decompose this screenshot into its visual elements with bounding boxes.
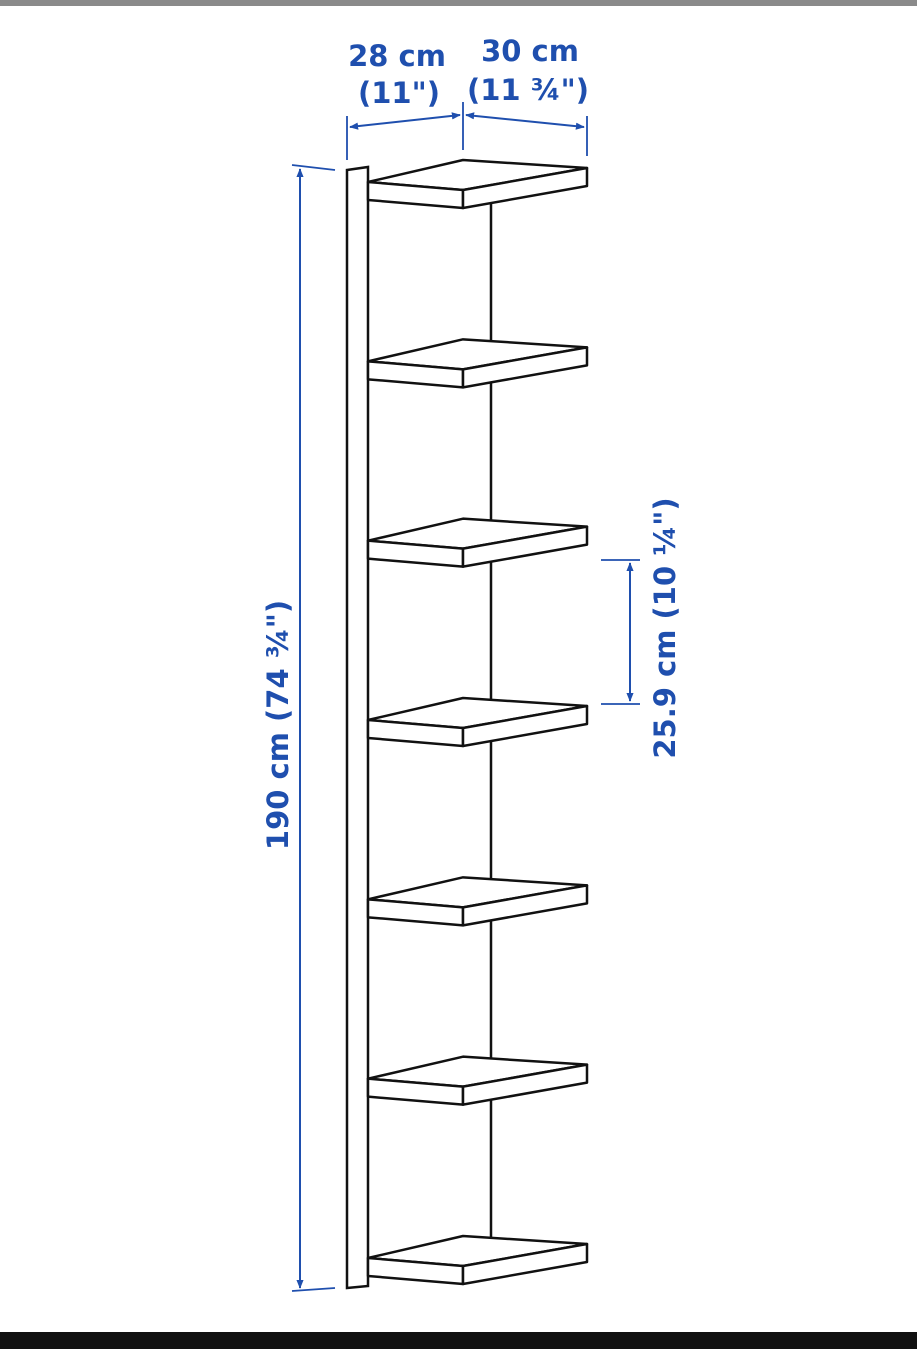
shelf: [366, 1234, 589, 1286]
shelf-side-face: [461, 166, 589, 210]
shelf: [366, 338, 589, 389]
width-arrow: [465, 112, 585, 130]
shelf-spacing-label: 25.9 cm (10 ¼"): [648, 497, 682, 758]
shelves: [366, 158, 589, 1286]
dimension-lines: [291, 102, 640, 1292]
shelf: [366, 158, 589, 210]
height-extension-top: [291, 164, 336, 171]
depth-imperial-label: (11"): [358, 76, 440, 110]
width-imperial-label: (11 ¾"): [467, 73, 589, 107]
width-metric-label: 30 cm: [481, 34, 579, 68]
top-border-strip: [0, 0, 917, 6]
height-extension-bottom: [291, 1287, 336, 1292]
shelf-side-face: [461, 704, 589, 748]
depth-arrow: [349, 112, 461, 130]
shelf: [366, 696, 589, 748]
shelf: [366, 517, 589, 568]
bottom-border-strip: [0, 1332, 917, 1349]
shelf-side-face: [461, 1063, 589, 1106]
dimension-labels: 28 cm (11") 30 cm (11 ¾") 190 cm (74 ¾")…: [261, 34, 682, 850]
back-panel: [345, 165, 370, 1290]
shelf-side-face: [461, 1242, 589, 1286]
shelf: [366, 876, 589, 927]
shelf-side-face: [461, 346, 589, 389]
shelf-side-face: [461, 525, 589, 568]
depth-metric-label: 28 cm: [348, 39, 446, 73]
height-label: 190 cm (74 ¾"): [261, 600, 295, 850]
shelf-side-face: [461, 884, 589, 927]
shelf: [366, 1055, 589, 1106]
